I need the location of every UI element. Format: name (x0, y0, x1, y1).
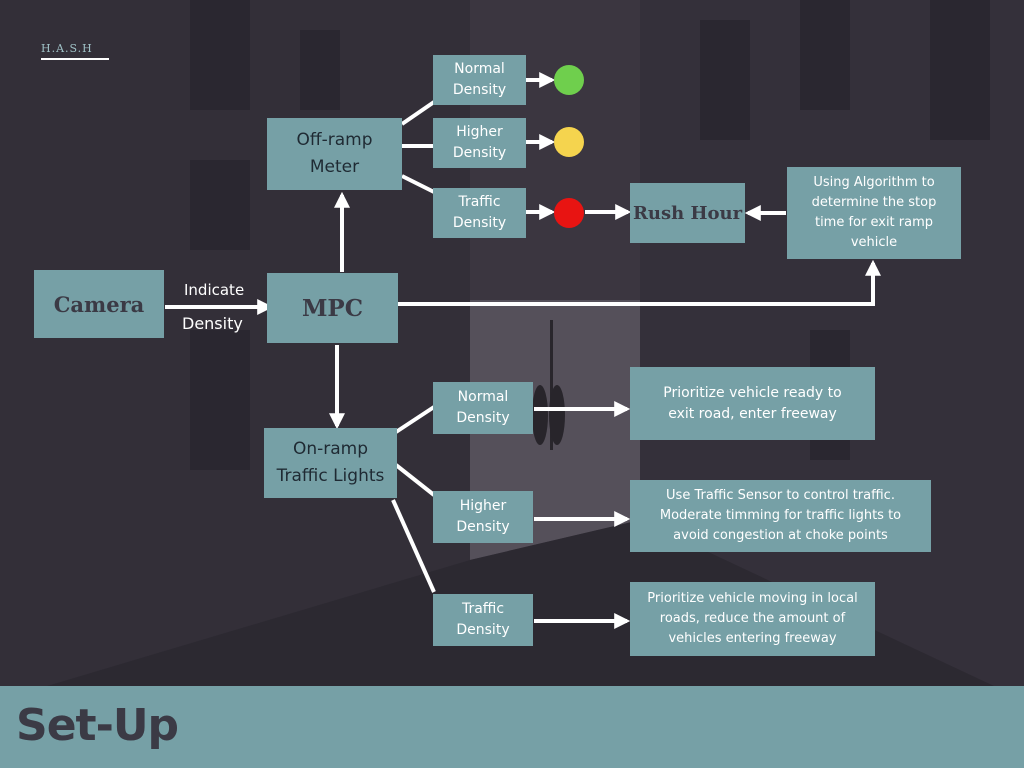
onramp-label-line2: Traffic Lights (276, 466, 385, 486)
onramp-higher-line2: Density (456, 519, 510, 535)
rush-hour-box: Rush Hour (630, 183, 745, 243)
mpc-box: MPC (267, 273, 398, 343)
edge-label-density: Density (182, 314, 243, 333)
onramp-to-normal-line (394, 405, 436, 434)
algorithm-line1: Using Algorithm to (813, 174, 935, 190)
mpc-label: MPC (301, 294, 364, 322)
onramp-traffic-density-box: Traffic Density (433, 594, 533, 646)
result-traffic-box: Prioritize vehicle moving in local roads… (630, 582, 875, 656)
edge-label-indicate: Indicate (184, 281, 245, 299)
onramp-label-line1: On-ramp (292, 438, 369, 459)
onramp-higher-density-box: Higher Density (433, 491, 533, 543)
result-normal-line2: exit road, enter freeway (668, 405, 837, 422)
onramp-normal-line1: Normal (457, 389, 509, 405)
green-light-icon (554, 65, 584, 95)
brand-label: H.A.S.H (41, 42, 93, 55)
result-traffic-line1: Prioritize vehicle moving in local (647, 590, 858, 606)
onramp-to-higher-line (394, 463, 436, 497)
yellow-light-icon (554, 127, 584, 157)
brand-underline (41, 58, 109, 60)
offramp-to-normal-line (400, 100, 436, 126)
onramp-traffic-lights-box: On-ramp Traffic Lights (264, 428, 397, 498)
result-higher-line1: Use Traffic Sensor to control traffic. (666, 487, 895, 503)
result-higher-line2: Moderate timming for traffic lights to (659, 507, 902, 523)
algorithm-line3: time for exit ramp (814, 215, 934, 230)
offramp-label-line1: Off-ramp (296, 129, 373, 150)
result-traffic-line2: roads, reduce the amount of (659, 610, 846, 626)
red-light-icon (554, 198, 584, 228)
offramp-normal-density-box: Normal Density (433, 55, 526, 105)
footer-band (0, 686, 1024, 768)
offramp-higher-density-box: Higher Density (433, 118, 526, 168)
onramp-higher-line1: Higher (459, 498, 507, 514)
onramp-normal-line2: Density (456, 410, 510, 426)
camera-label: Camera (53, 291, 145, 317)
offramp-normal-line1: Normal (454, 61, 505, 77)
result-normal-line1: Prioritize vehicle ready to (663, 384, 842, 401)
offramp-normal-line2: Density (452, 82, 507, 98)
camera-box: Camera (34, 270, 164, 338)
onramp-to-traffic-line (391, 499, 436, 593)
offramp-higher-line1: Higher (456, 124, 503, 140)
offramp-higher-line2: Density (452, 145, 507, 161)
algorithm-line4: vehicle (850, 235, 898, 251)
offramp-traffic-line2: Density (452, 215, 507, 231)
onramp-traffic-line1: Traffic (461, 601, 505, 617)
result-normal-box: Prioritize vehicle ready to exit road, e… (630, 367, 875, 440)
offramp-traffic-density-box: Traffic Density (433, 188, 526, 238)
offramp-label-line2: Meter (309, 157, 360, 177)
rush-hour-label: Rush Hour (632, 202, 743, 224)
offramp-to-traffic-line (401, 174, 435, 194)
onramp-traffic-line2: Density (456, 622, 510, 638)
result-higher-line3: avoid congestion at choke points (673, 528, 888, 544)
offramp-traffic-line1: Traffic (458, 194, 501, 210)
slide-title: Set-Up (16, 700, 179, 751)
result-higher-box: Use Traffic Sensor to control traffic. M… (630, 480, 931, 552)
onramp-normal-density-box: Normal Density (433, 382, 533, 434)
mpc-to-algorithm-arrow (398, 259, 881, 306)
result-traffic-line3: vehicles entering freeway (668, 631, 837, 647)
algorithm-box: Using Algorithm to determine the stop ti… (787, 167, 961, 259)
offramp-meter-box: Off-ramp Meter (267, 118, 402, 190)
algorithm-line2: determine the stop (811, 194, 937, 210)
